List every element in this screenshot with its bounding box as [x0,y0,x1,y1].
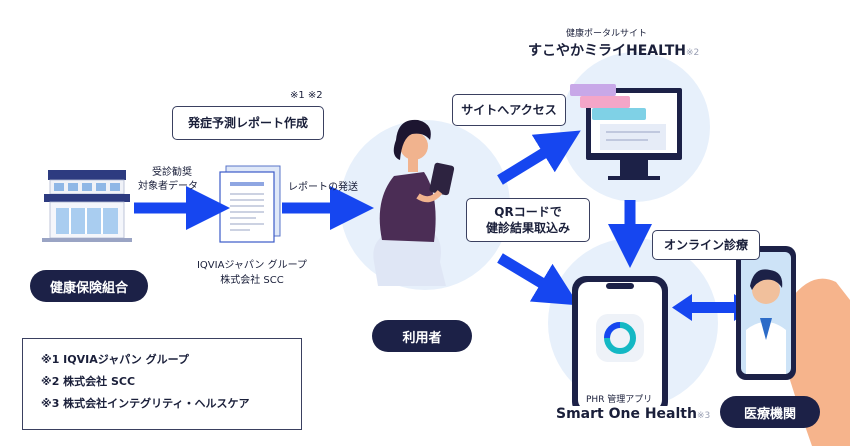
edge-label-target-data: 受診勧奨 対象者データ [138,166,198,194]
footnote-legend: ※1 IQVIAジャパン グループ ※2 株式会社 SCC ※3 株式会社インテ… [22,338,302,430]
callout-qr-import: QRコードで 健診結果取込み [466,198,590,242]
arrow-user-to-phr [497,253,579,306]
callout-qr-line2: 健診結果取込み [485,221,570,235]
footnote-3: ※3 株式会社インテグリティ・ヘルスケア [41,397,250,410]
user-person-illustration [373,119,455,286]
arrow-user-to-portal [497,130,581,185]
phr-name: Smart One Health [556,406,697,422]
edge-label-report-send: レポートの発送 [288,182,358,193]
callout-online-consult: オンライン診療 [652,230,760,260]
iqvia-label-line1: IQVIAジャパン グループ [196,260,308,271]
medical-label: 医療機関 [720,396,820,428]
callout-online-consult-text: オンライン診療 [663,237,748,252]
report-document-icon [219,165,281,243]
report-creation-sup: ※1 ※2 [290,90,323,101]
phr-name-wrap: Smart One Health※3 [556,406,711,422]
iqvia-label: IQVIAジャパン グループ 株式会社 SCC [196,258,308,288]
portal-monitor-illustration [570,84,682,180]
insurer-label: 健康保険組合 [30,270,148,302]
portal-name: すこやかミライHEALTH [528,43,686,59]
portal-name-wrap: すこやかミライHEALTH※2 [528,40,699,60]
phr-caption: PHR 管理アプリ [584,392,655,405]
callout-site-access-text: サイトへアクセス [461,102,557,117]
phr-phone-illustration [572,276,668,416]
building-icon [42,170,132,242]
portal-caption: 健康ポータルサイト [566,29,648,39]
callout-report-creation-text: 発症予測レポート作成 [187,115,308,130]
callout-qr-line1: QRコードで [494,204,562,219]
iqvia-label-line2: 株式会社 SCC [220,275,284,286]
edge-label-target-data-line1: 受診勧奨 [152,167,192,178]
callout-site-access: サイトへアクセス [452,94,566,126]
user-label: 利用者 [372,320,472,352]
phr-sup: ※3 [696,411,711,421]
footnote-2: ※2 株式会社 SCC [41,375,136,388]
callout-report-creation: 発症予測レポート作成 [172,106,324,140]
footnote-1: ※1 IQVIAジャパン グループ [41,353,189,366]
flow-arrows [134,130,652,306]
portal-sup: ※2 [686,48,700,58]
edge-label-target-data-line2: 対象者データ [138,181,198,192]
